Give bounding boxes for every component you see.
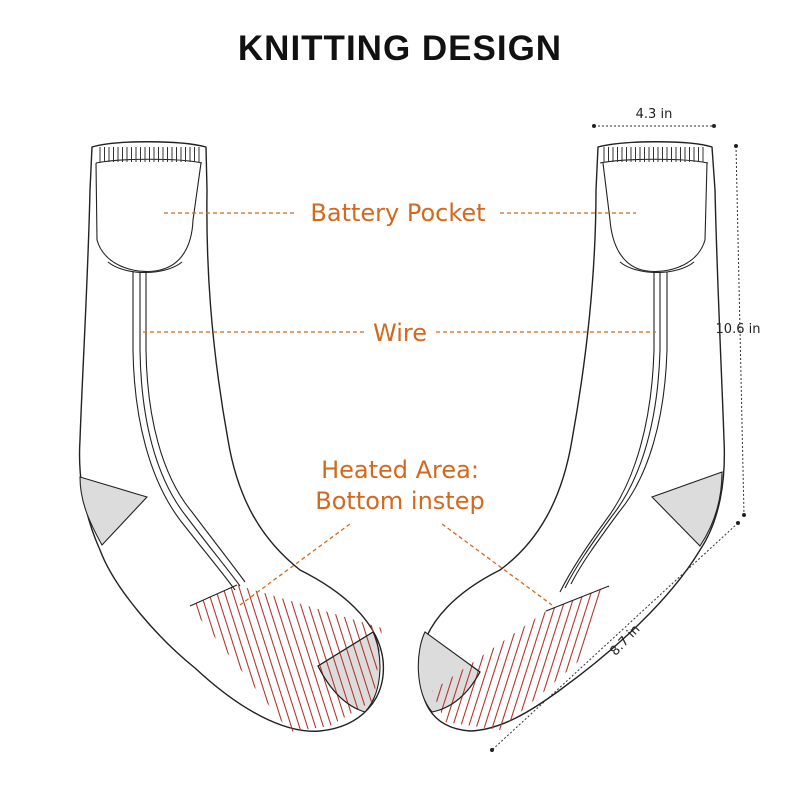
wire-callout: Wire [143,319,656,347]
right-sock-cuff-ribs [603,147,704,162]
battery-pocket-callout: Battery Pocket [164,199,636,227]
heated-area-label-line1: Heated Area: [321,456,479,484]
right-sock-outline [419,141,726,732]
left-battery-pocket [95,162,202,273]
diagram-title: KNITTING DESIGN [238,29,562,68]
heated-line [247,585,319,732]
wire-label: Wire [373,319,427,347]
width-dimension-label: 4.3 in [636,107,673,122]
heated-line [465,586,537,730]
height-dimension-label: 10.6 in [716,322,761,337]
heated-line [263,585,335,732]
width-dimension: 4.3 in [592,107,716,128]
heated-line [489,586,561,730]
left-wire [132,272,236,591]
heated-line [327,585,382,732]
heated-line [271,585,343,732]
left-battery-pocket-inner [107,261,183,274]
heated-area-label-line2: Bottom instep [315,487,484,515]
left-sock-cuff-ribs [99,147,200,162]
heated-line [231,585,303,732]
height-dimension: 10.6 in [716,144,761,517]
heated-line [473,586,545,730]
right-sock [417,141,726,732]
right-battery-pocket [602,162,708,273]
right-wire [559,272,655,593]
heated-line [481,586,553,730]
heated-line [239,585,311,732]
right-sock-cuff-band [599,158,709,164]
left-heel-patch [79,476,149,546]
heated-line [255,585,327,732]
right-battery-pocket-inner [619,261,695,274]
right-heel-patch [651,471,723,547]
left-sock-outline [78,141,385,732]
heated-line [335,585,382,732]
battery-pocket-label: Battery Pocket [310,199,485,227]
heated-area-callout: Heated Area: Bottom instep [239,456,553,606]
heated-line [457,586,529,730]
left-sock [78,141,385,732]
